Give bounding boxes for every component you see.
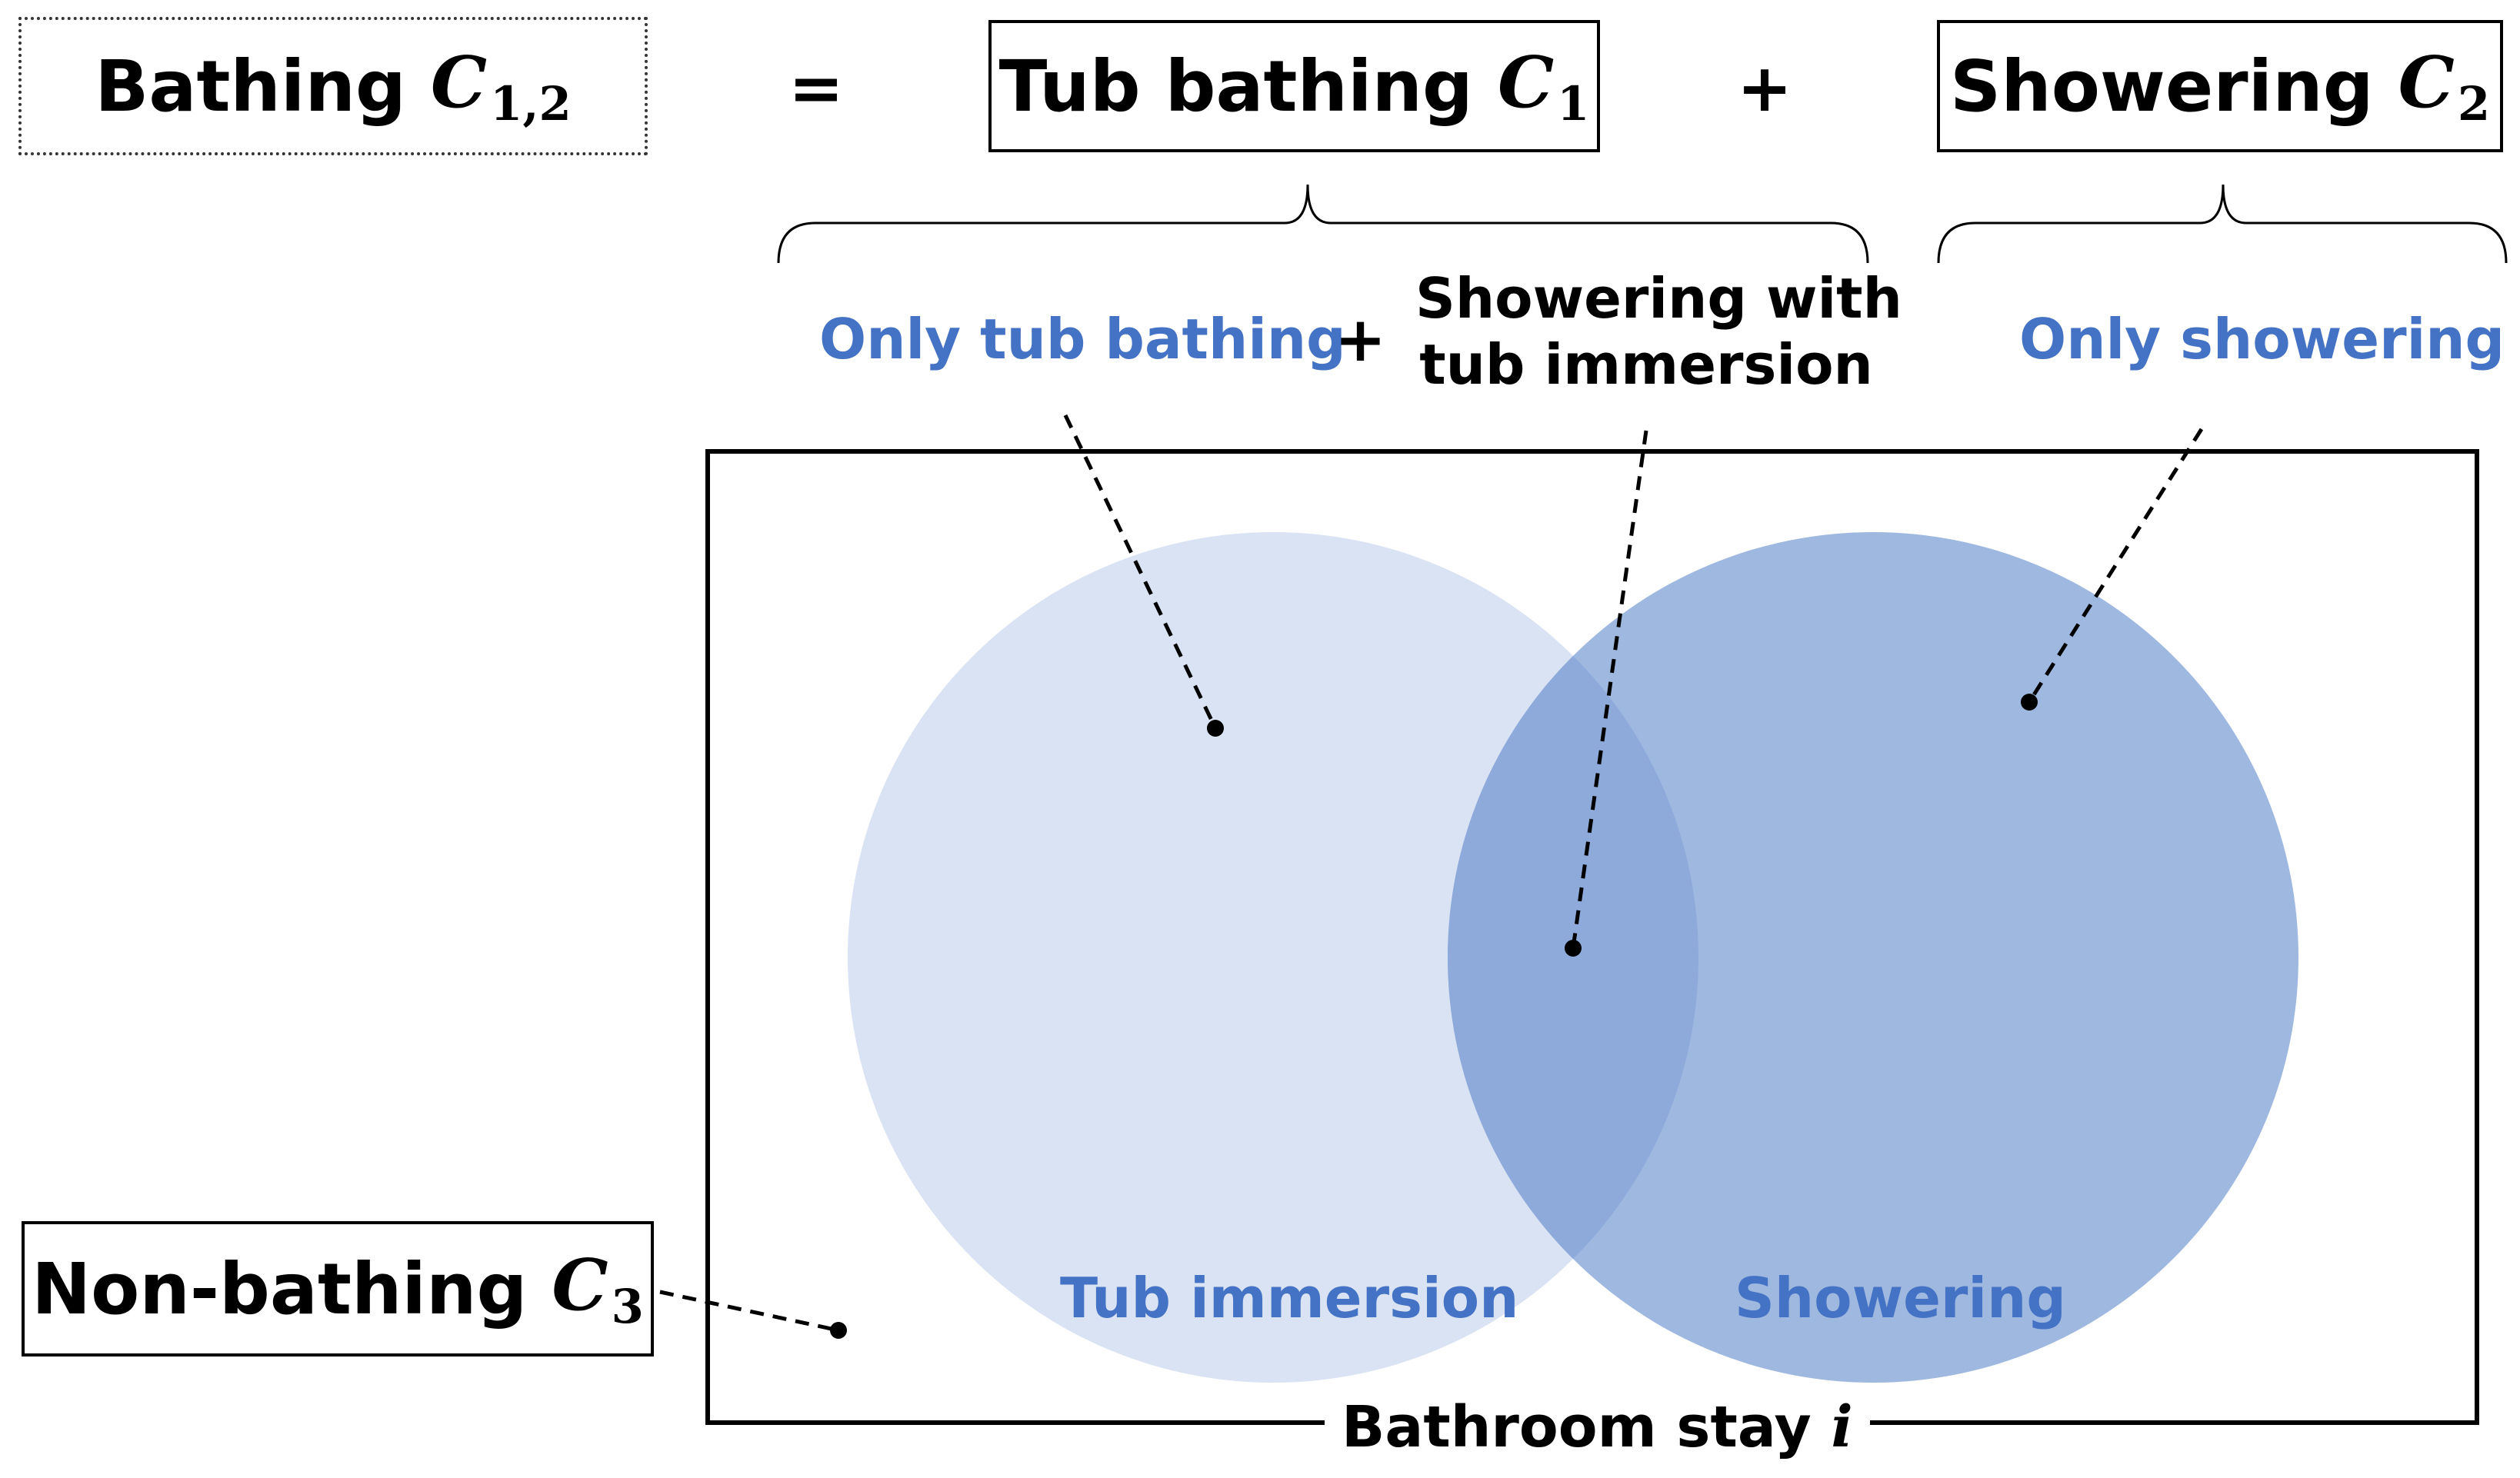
non-bathing-label: Non-bathing (32, 1247, 528, 1330)
tub-bathing-variable: C1 (1497, 41, 1590, 131)
bathing-box: Bathing C1,2 (18, 17, 648, 155)
showering-with-tub-line1: Showering with (1415, 266, 1902, 331)
tub-immersion-circle (848, 532, 1698, 1383)
non-bathing-variable: C3 (552, 1243, 644, 1334)
showering-with-tub-label: Showering with tub immersion (1415, 265, 1902, 398)
leader-non-bathing (659, 1290, 839, 1333)
equals-sign: = (788, 50, 845, 127)
dot-overlap (1565, 940, 1582, 957)
tub-bathing-label: Tub bathing (998, 45, 1473, 128)
showering-brace (1937, 184, 2508, 264)
bathroom-stay-text: Bathroom stay (1342, 1394, 1812, 1460)
showering-with-tub-line2: tub immersion (1419, 332, 1873, 398)
plus-sign-subsets: + (1335, 304, 1387, 375)
tub-bathing-brace (777, 184, 1869, 264)
showering-circle-label: Showering (1735, 1266, 2066, 1330)
only-showering-label: Only showering (2019, 307, 2505, 371)
bathing-variable: C1,2 (430, 41, 572, 131)
leader-only-shower (2027, 428, 2204, 704)
bathroom-stay-variable: i (1831, 1394, 1853, 1460)
only-tub-bathing-label: Only tub bathing (819, 307, 1346, 371)
showering-circle (1448, 532, 2298, 1383)
non-bathing-box: Non-bathing C3 (22, 1221, 654, 1356)
leader-only-tub (1063, 414, 1218, 730)
leader-overlap (1571, 430, 1648, 949)
bathing-label: Bathing (95, 45, 406, 128)
dot-only-tub (1207, 720, 1224, 737)
showering-variable: C2 (2398, 41, 2491, 131)
bathroom-stay-label: Bathroom stay i (1325, 1393, 1870, 1462)
showering-box: Showering C2 (1937, 20, 2503, 152)
plus-sign-top: + (1737, 50, 1793, 127)
tub-immersion-label: Tub immersion (1060, 1266, 1519, 1330)
dot-only-shower (2021, 694, 2038, 711)
tub-bathing-box: Tub bathing C1 (988, 20, 1600, 152)
dot-non-bathing (830, 1322, 847, 1339)
showering-label: Showering (1949, 45, 2374, 128)
